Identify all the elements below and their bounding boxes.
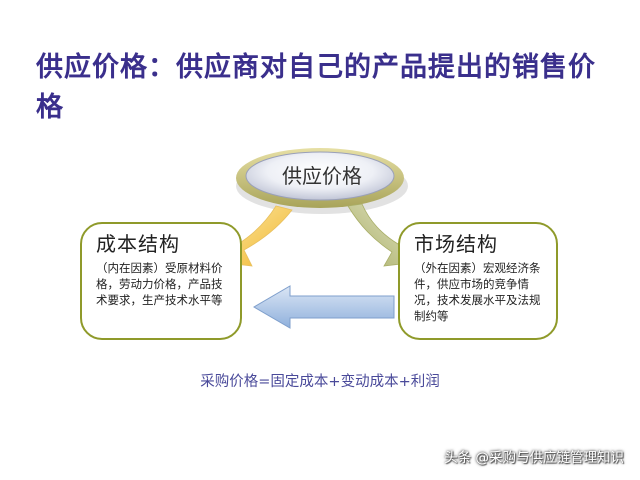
cost-structure-text: （内在因素）受原材料价格，劳动力价格，产品技术要求，生产技术水平等 [96, 261, 223, 307]
cost-structure-title: 成本结构 [96, 232, 180, 256]
price-formula: 采购价格=固定成本+变动成本+利润 [200, 374, 440, 390]
watermark: 头条 @采购与供应链管理知识 [444, 450, 624, 466]
center-label: 供应价格 [282, 164, 362, 188]
market-structure-title: 市场结构 [414, 232, 498, 256]
market-structure-text: （外在因素）宏观经济条件，供应市场的竞争情况，技术发展水平及法规制约等 [414, 261, 541, 323]
slide-title: 供应价格：供应商对自己的产品提出的销售价格 [36, 52, 596, 123]
market-structure-box: 市场结构 （外在因素）宏观经济条件，供应市场的竞争情况，技术发展水平及法规制约等 [398, 222, 558, 340]
bottom-left-arrow [253, 285, 395, 329]
center-ellipse [245, 151, 395, 201]
cost-structure-box: 成本结构 （内在因素）受原材料价格，劳动力价格，产品技术要求，生产技术水平等 [80, 222, 242, 340]
